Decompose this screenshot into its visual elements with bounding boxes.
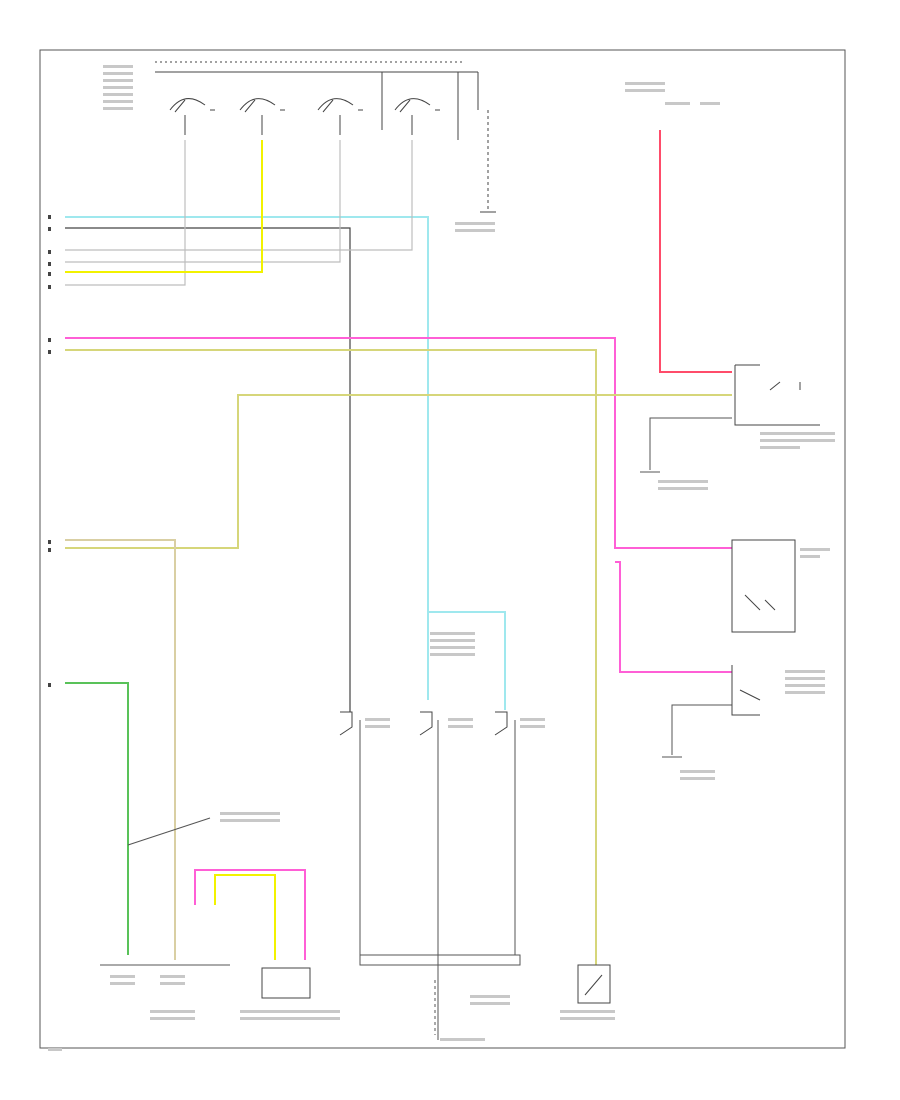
sensor-lower-right xyxy=(731,665,761,716)
switch-mid-right xyxy=(731,539,796,633)
wire-green xyxy=(65,682,129,955)
relay-upper-right xyxy=(734,364,820,426)
wire-khaki xyxy=(65,349,732,965)
wire-yellow xyxy=(65,140,276,960)
ground-lines xyxy=(100,417,732,1040)
wire-gray xyxy=(65,140,413,286)
wire-red xyxy=(659,130,732,373)
wire-pink xyxy=(65,337,732,960)
connector-pins xyxy=(48,215,51,687)
wire-tan xyxy=(65,539,176,960)
illegible-label-marks xyxy=(48,65,835,1051)
bottom-components xyxy=(261,964,611,1004)
diagram-frame xyxy=(39,49,846,1049)
door-switches xyxy=(339,711,508,736)
top-switch-block xyxy=(155,61,496,213)
wire-dark xyxy=(65,227,351,712)
wire-lightblue xyxy=(65,216,506,710)
